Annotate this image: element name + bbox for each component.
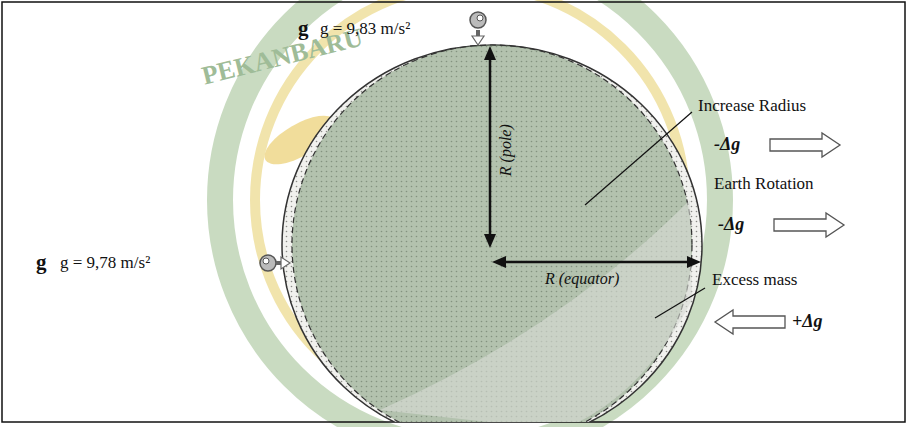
sphere-shade <box>380 200 692 422</box>
hollow-arrow-right <box>774 213 844 237</box>
test-mass-equator <box>260 255 290 271</box>
hollow-arrow-right <box>770 133 840 157</box>
radius-label: R (equator) <box>545 270 619 288</box>
pole-radius-arrow <box>484 46 496 248</box>
leader-line <box>585 112 692 205</box>
effect-label: Earth Rotation <box>714 174 814 194</box>
leader-line <box>655 288 705 318</box>
radius-label: R (pole) <box>497 124 515 176</box>
effect-label: Excess mass <box>712 270 797 290</box>
ellipsoid <box>282 45 702 422</box>
delta-g-label: -Δg <box>718 214 744 235</box>
symbol-label: g <box>298 16 309 40</box>
delta-g-label: -Δg <box>714 134 740 155</box>
equator-radius-arrow <box>492 256 701 268</box>
gravity-value: g = 9,83 m/s² <box>320 19 410 39</box>
effect-label: Increase Radius <box>698 96 806 116</box>
hollow-arrow-left <box>715 310 785 334</box>
sphere <box>292 45 692 422</box>
test-mass-pole <box>470 12 486 45</box>
gravity-value: g = 9,78 m/s² <box>60 253 150 273</box>
symbol-label: g <box>36 250 47 274</box>
delta-g-label: +Δg <box>792 311 823 332</box>
